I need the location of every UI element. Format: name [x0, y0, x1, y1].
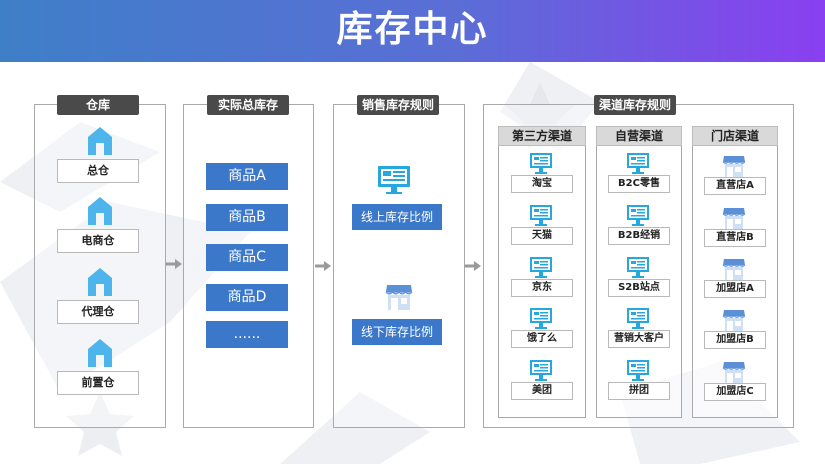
monitor-icon — [627, 308, 649, 329]
channel-label: B2C零售 — [608, 175, 670, 193]
channel-item-franchise-a: 加盟店A — [696, 257, 772, 301]
monitor-icon — [530, 205, 552, 226]
house-icon — [88, 197, 112, 225]
house-icon — [88, 127, 112, 155]
storefront-icon — [722, 156, 746, 177]
warehouse-title: 仓库 — [57, 95, 139, 115]
flow-arrow-icon — [465, 261, 481, 271]
channel-item-b2c: B2C零售 — [600, 152, 676, 196]
channel-label: 拼团 — [608, 382, 670, 400]
warehouse-item-total: 总仓 — [57, 125, 139, 197]
channel-label: 加盟店C — [704, 383, 766, 401]
channel-item-eleme: 饿了么 — [503, 307, 579, 351]
sales-rules-title: 销售库存规则 — [357, 95, 439, 115]
channel-label: 美团 — [511, 382, 573, 400]
monitor-icon — [627, 205, 649, 226]
monitor-icon — [627, 153, 649, 174]
store-channel-title: 门店渠道 — [692, 126, 778, 146]
house-icon — [88, 268, 112, 296]
channel-item-meituan: 美团 — [503, 359, 579, 403]
channel-item-taobao: 淘宝 — [503, 152, 579, 196]
channel-label: 天猫 — [511, 227, 573, 245]
house-icon — [88, 339, 112, 367]
channel-item-tmall: 天猫 — [503, 204, 579, 248]
product-item: 商品D — [206, 284, 288, 311]
channel-item-jd: 京东 — [503, 256, 579, 300]
monitor-icon — [530, 153, 552, 174]
flow-arrow-icon — [166, 259, 182, 269]
channel-item-direct-store-a: 直营店A — [696, 154, 772, 198]
storefront-icon — [722, 362, 746, 383]
storefront-icon — [722, 310, 746, 331]
header-bar — [0, 0, 825, 62]
third-party-title: 第三方渠道 — [498, 126, 586, 146]
sales-rules-panel — [333, 104, 465, 428]
channel-label: 直营店B — [704, 229, 766, 247]
self-run-title: 自营渠道 — [596, 126, 682, 146]
channel-item-s2b: S2B站点 — [600, 256, 676, 300]
page-title: 库存中心 — [336, 9, 489, 50]
monitor-icon — [627, 360, 649, 381]
channel-label: 直营店A — [704, 177, 766, 195]
warehouse-item-agent: 代理仓 — [57, 266, 139, 338]
monitor-icon — [530, 360, 552, 381]
channel-label: 饿了么 — [511, 330, 573, 348]
warehouse-label: 电商仓 — [57, 229, 139, 253]
channel-label: 加盟店A — [704, 280, 766, 298]
warehouse-item-front: 前置仓 — [57, 337, 139, 409]
monitor-icon — [530, 257, 552, 278]
channel-label: 京东 — [511, 279, 573, 297]
channel-item-franchise-c: 加盟店C — [696, 360, 772, 404]
flow-arrow-icon — [315, 261, 331, 271]
monitor-icon — [378, 166, 410, 194]
total-inventory-title: 实际总库存 — [207, 95, 289, 115]
channel-item-direct-store-b: 直营店B — [696, 206, 772, 250]
warehouse-item-ecommerce: 电商仓 — [57, 195, 139, 267]
channel-item-group-buy: 拼团 — [600, 359, 676, 403]
channel-rules-title: 渠道库存规则 — [594, 95, 676, 115]
product-item: 商品B — [206, 204, 288, 231]
warehouse-label: 前置仓 — [57, 371, 139, 395]
channel-label: 营销大客户 — [608, 330, 670, 348]
offline-ratio-box: 线下库存比例 — [352, 319, 442, 345]
channel-item-b2b: B2B经销 — [600, 204, 676, 248]
channel-item-franchise-b: 加盟店B — [696, 308, 772, 352]
warehouse-label: 总仓 — [57, 159, 139, 183]
storefront-icon — [722, 259, 746, 280]
storefront-icon — [385, 285, 413, 310]
channel-label: 淘宝 — [511, 175, 573, 193]
product-item: 商品C — [206, 244, 288, 271]
online-ratio-box: 线上库存比例 — [352, 204, 442, 230]
channel-item-key-account: 营销大客户 — [600, 307, 676, 351]
monitor-icon — [627, 257, 649, 278]
storefront-icon — [722, 208, 746, 229]
product-item-more: ...... — [206, 321, 288, 348]
warehouse-label: 代理仓 — [57, 300, 139, 324]
product-item: 商品A — [206, 163, 288, 190]
monitor-icon — [530, 308, 552, 329]
channel-label: 加盟店B — [704, 331, 766, 349]
channel-label: S2B站点 — [608, 279, 670, 297]
channel-label: B2B经销 — [608, 227, 670, 245]
